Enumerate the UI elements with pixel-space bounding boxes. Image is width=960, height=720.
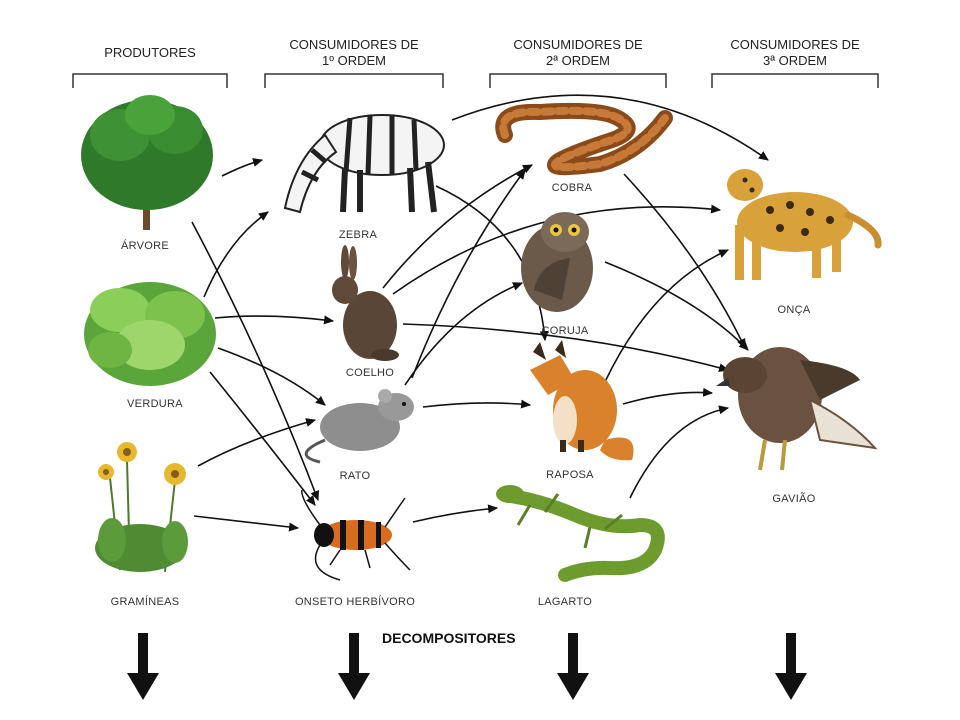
down-arrow-icon: [557, 633, 589, 700]
label-coelho: COELHO: [345, 367, 395, 379]
label-rato: RATO: [339, 470, 371, 482]
down-arrow-icon: [775, 633, 807, 700]
snake-illustration: [495, 102, 673, 176]
down-arrow-icon: [127, 633, 159, 700]
jaguar-illustration: [727, 169, 882, 280]
label-gramineas: GRAMÍNEAS: [110, 596, 180, 608]
label-zebra: ZEBRA: [338, 229, 378, 241]
label-coruja: CORUJA: [541, 325, 589, 337]
label-lagarto: LAGARTO: [537, 596, 593, 608]
header-brackets: [72, 73, 879, 88]
label-cobra: COBRA: [551, 182, 593, 194]
beetle-illustration: [301, 489, 411, 581]
header-producers: PRODUTORES: [104, 45, 196, 60]
down-arrow-icon: [338, 633, 370, 700]
hawk-illustration: [716, 347, 878, 471]
grass-flowers-illustration: [95, 442, 188, 573]
label-gaviao: GAVIÃO: [772, 493, 816, 505]
label-raposa: RAPOSA: [546, 469, 594, 481]
lizard-illustration: [496, 485, 665, 582]
zebra-illustration: [283, 114, 445, 214]
label-onca: ONÇA: [777, 304, 811, 316]
decomposer-arrows: [127, 633, 807, 700]
label-decomposers: DECOMPOSITORES: [382, 630, 516, 646]
lettuce-illustration: [84, 282, 216, 386]
label-inseto: ONSETO HERBÍVORO: [294, 596, 416, 608]
fox-illustration: [530, 340, 634, 461]
label-arvore: ÁRVORE: [120, 240, 170, 252]
label-verdura: VERDURA: [127, 398, 183, 410]
food-web-arrows: [191, 94, 769, 532]
rabbit-illustration: [332, 245, 399, 361]
rat-illustration: [304, 389, 414, 464]
owl-illustration: [521, 212, 593, 312]
tree-illustration: [81, 95, 213, 230]
